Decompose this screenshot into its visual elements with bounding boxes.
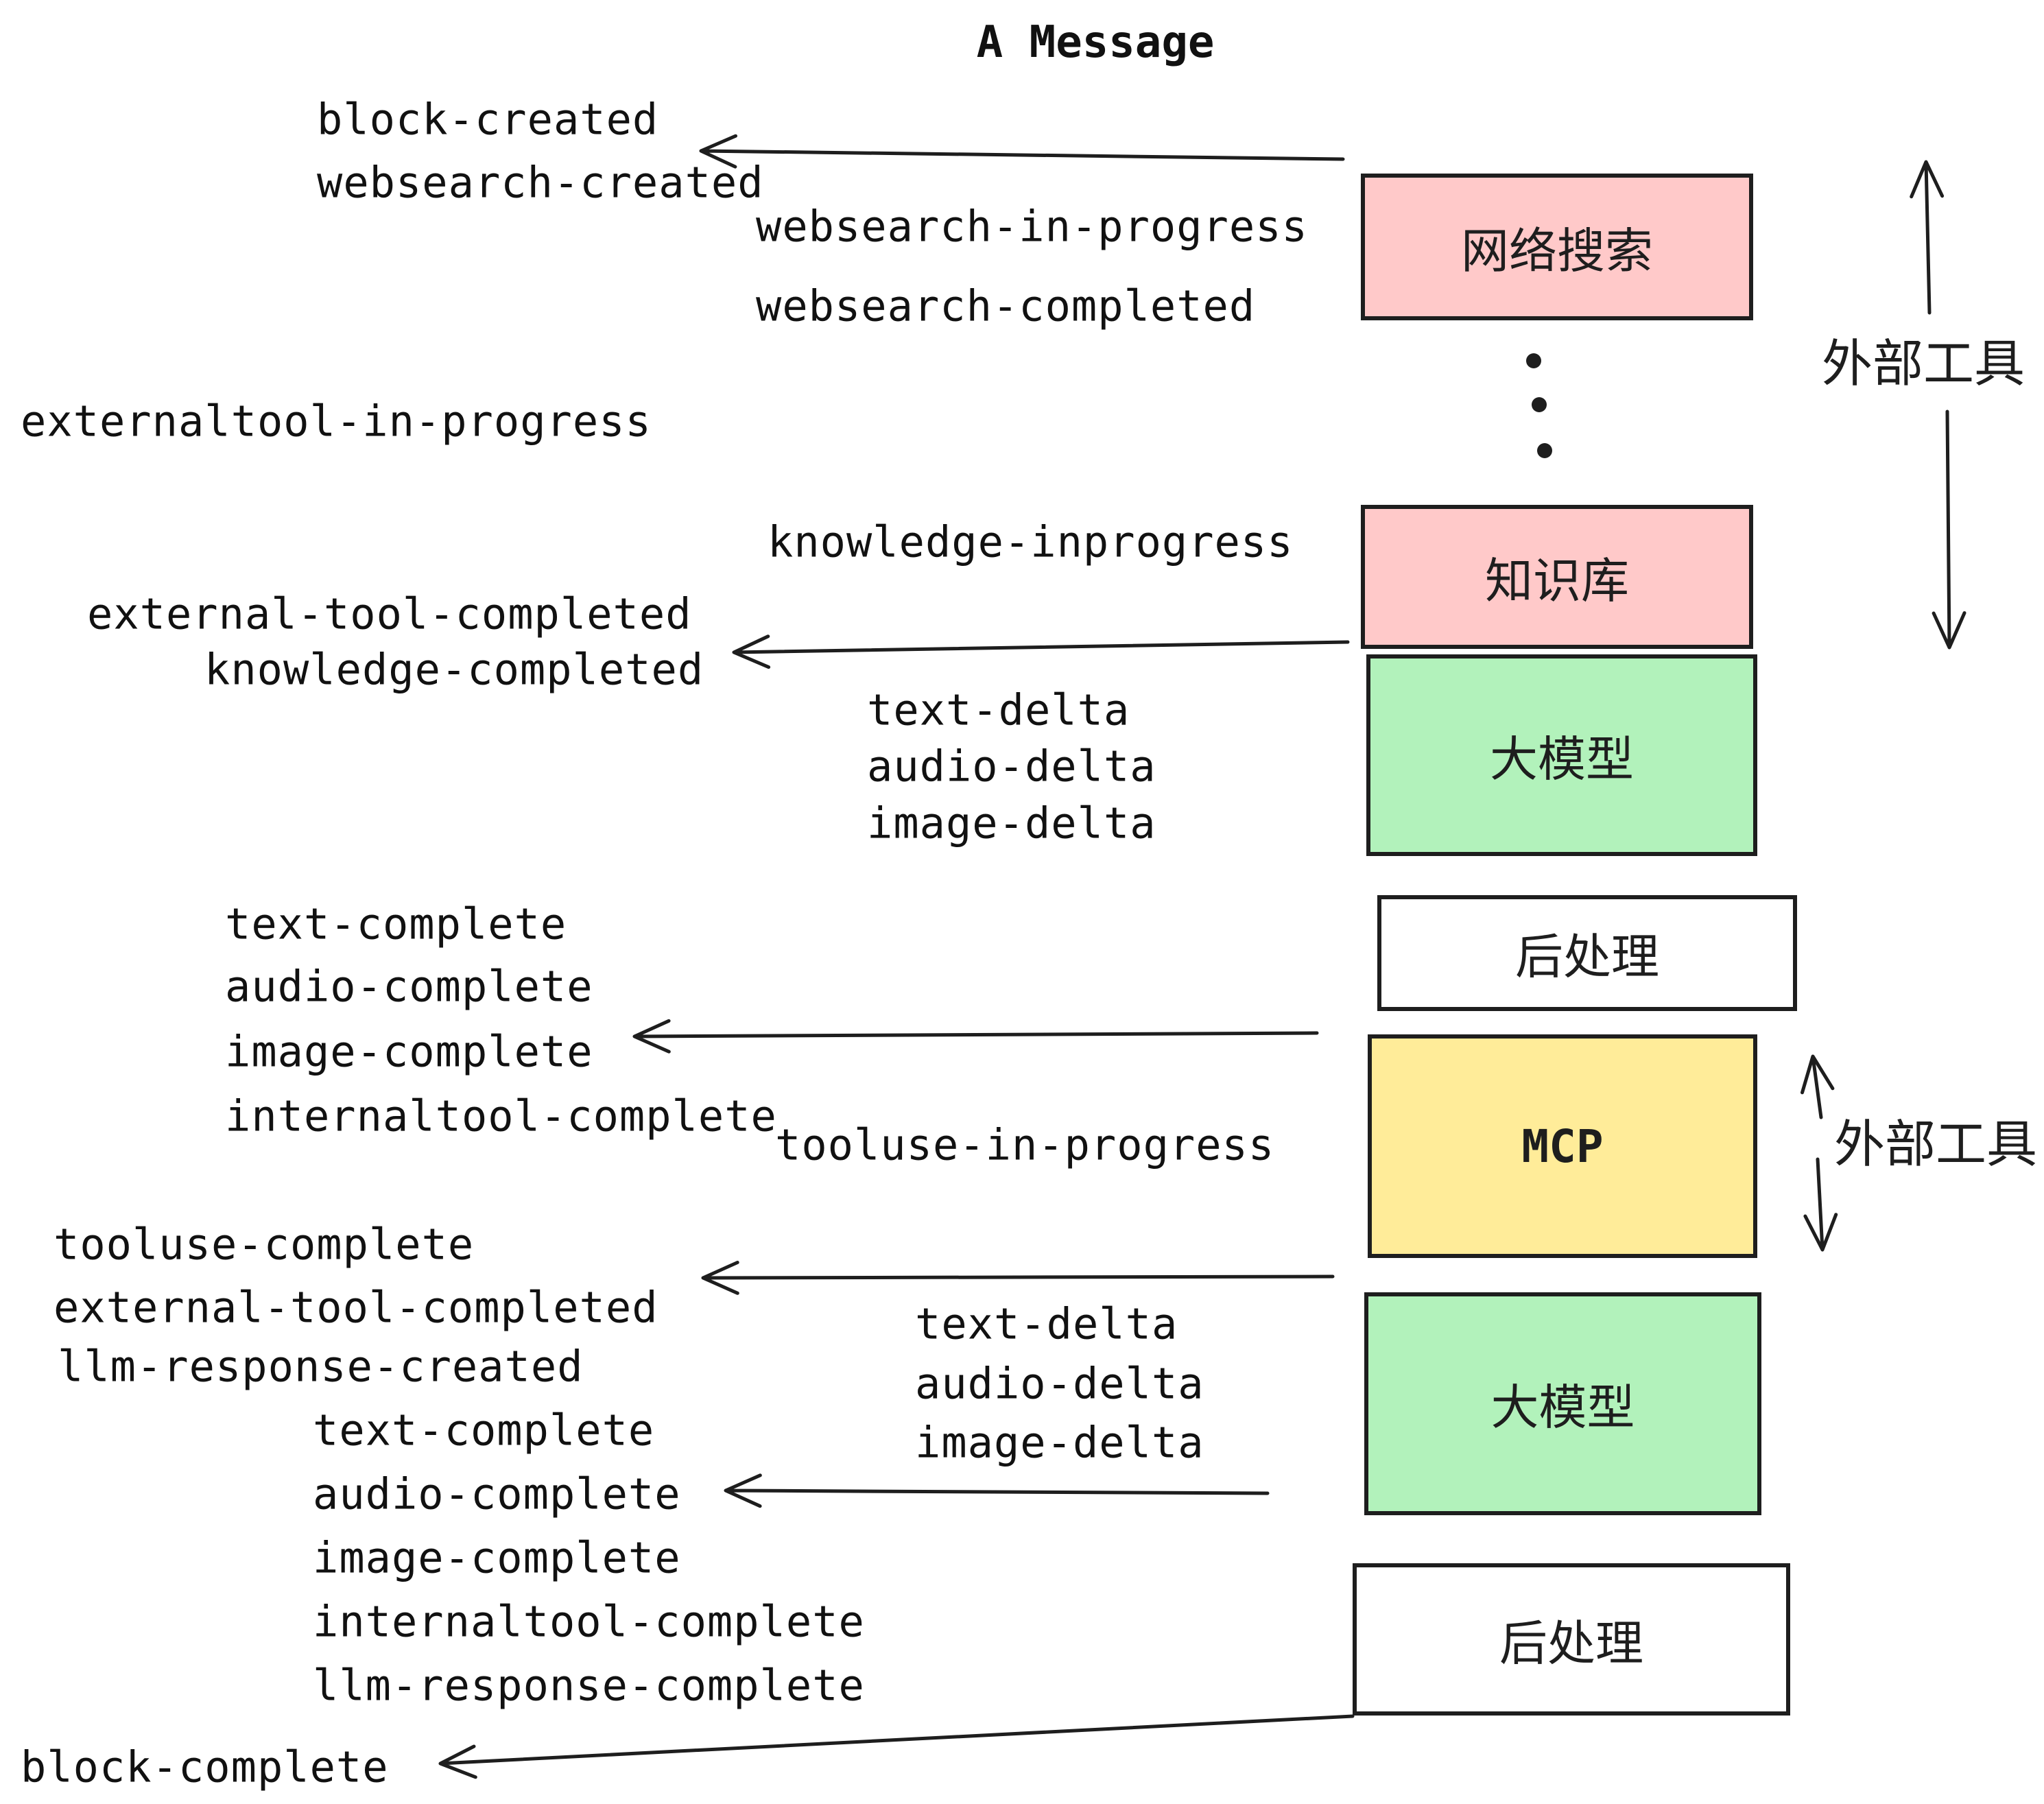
box-web-search: 网络搜索 (1361, 174, 1753, 320)
event-label-knowledge-inprogress: knowledge-inprogress (768, 517, 1294, 567)
event-label-text-complete: text-complete (225, 899, 567, 949)
ellipsis-dot (1526, 353, 1541, 368)
event-label-internaltool-complete: internaltool-complete (313, 1596, 865, 1647)
event-label-text-delta: text-delta (867, 685, 1130, 735)
event-label-websearch-in-progress: websearch-in-progress (756, 201, 1308, 252)
arrow-to-block-complete (438, 1714, 1355, 1779)
event-label-knowledge-completed: knowledge-completed (204, 644, 704, 695)
box-llm-2-label: 大模型 (1490, 1379, 1635, 1436)
external-tools-label-1: 外部工具 (1822, 334, 2025, 394)
event-label-websearch-created: websearch-created (317, 157, 764, 208)
external-tools-up-arrow-2 (1801, 1054, 1835, 1119)
event-label-llm-response-created: llm-response-created (58, 1341, 584, 1392)
box-llm-2: 大模型 (1364, 1292, 1761, 1515)
event-label-external-tool-completed: external-tool-completed (54, 1282, 658, 1333)
event-label-text-delta: text-delta (915, 1298, 1178, 1349)
box-mcp: MCP (1368, 1034, 1757, 1258)
event-label-text-complete: text-complete (313, 1405, 655, 1456)
event-label-image-complete: image-complete (313, 1532, 681, 1583)
arrow-to-audio-complete (724, 1473, 1270, 1508)
event-label-audio-complete: audio-complete (313, 1469, 681, 1519)
event-label-audio-delta: audio-delta (915, 1358, 1204, 1409)
event-label-externaltool-in-progress: externaltool-in-progress (21, 396, 652, 447)
box-mcp-label: MCP (1521, 1119, 1604, 1173)
box-post-process-1: 后处理 (1377, 895, 1797, 1011)
ellipsis-dot (1537, 443, 1552, 458)
box-post-process-2: 后处理 (1353, 1563, 1790, 1716)
ellipsis-dot (1532, 397, 1547, 412)
event-label-llm-response-complete: llm-response-complete (313, 1660, 865, 1711)
box-web-search-label: 网络搜索 (1461, 222, 1653, 279)
event-label-internaltool-complete: internaltool-complete (225, 1091, 777, 1141)
external-tools-down-arrow-2 (1803, 1157, 1838, 1252)
arrow-to-block-created (699, 134, 1345, 169)
box-llm-1-label: 大模型 (1490, 731, 1634, 787)
external-tools-label-2: 外部工具 (1834, 1115, 2037, 1174)
external-tools-down-arrow-1 (1932, 410, 1966, 650)
event-label-websearch-completed: websearch-completed (756, 281, 1256, 331)
event-label-image-delta: image-delta (867, 798, 1156, 848)
event-label-audio-delta: audio-delta (867, 741, 1156, 792)
arrow-to-tooluse-complete (701, 1261, 1335, 1295)
arrow-to-image-complete (632, 1019, 1319, 1054)
event-label-tooluse-complete: tooluse-complete (54, 1219, 475, 1270)
event-label-external-tool-completed: external-tool-completed (87, 589, 692, 639)
event-label-image-delta: image-delta (915, 1417, 1204, 1468)
event-label-block-created: block-created (317, 94, 659, 145)
diagram-title: A Message (976, 17, 1215, 68)
box-llm-1: 大模型 (1366, 654, 1757, 856)
box-knowledge-base: 知识库 (1361, 505, 1753, 649)
event-label-image-complete: image-complete (225, 1026, 593, 1077)
box-post-process-1-label: 后处理 (1515, 929, 1659, 985)
box-post-process-2-label: 后处理 (1499, 1615, 1643, 1672)
event-label-audio-complete: audio-complete (225, 961, 593, 1012)
event-label-block-complete: block-complete (21, 1742, 389, 1792)
arrow-to-knowledge-completed (732, 634, 1350, 669)
external-tools-up-arrow-1 (1910, 160, 1945, 315)
event-label-tooluse-in-progress: tooluse-in-progress (775, 1119, 1275, 1170)
box-knowledge-base-label: 知识库 (1485, 552, 1629, 609)
